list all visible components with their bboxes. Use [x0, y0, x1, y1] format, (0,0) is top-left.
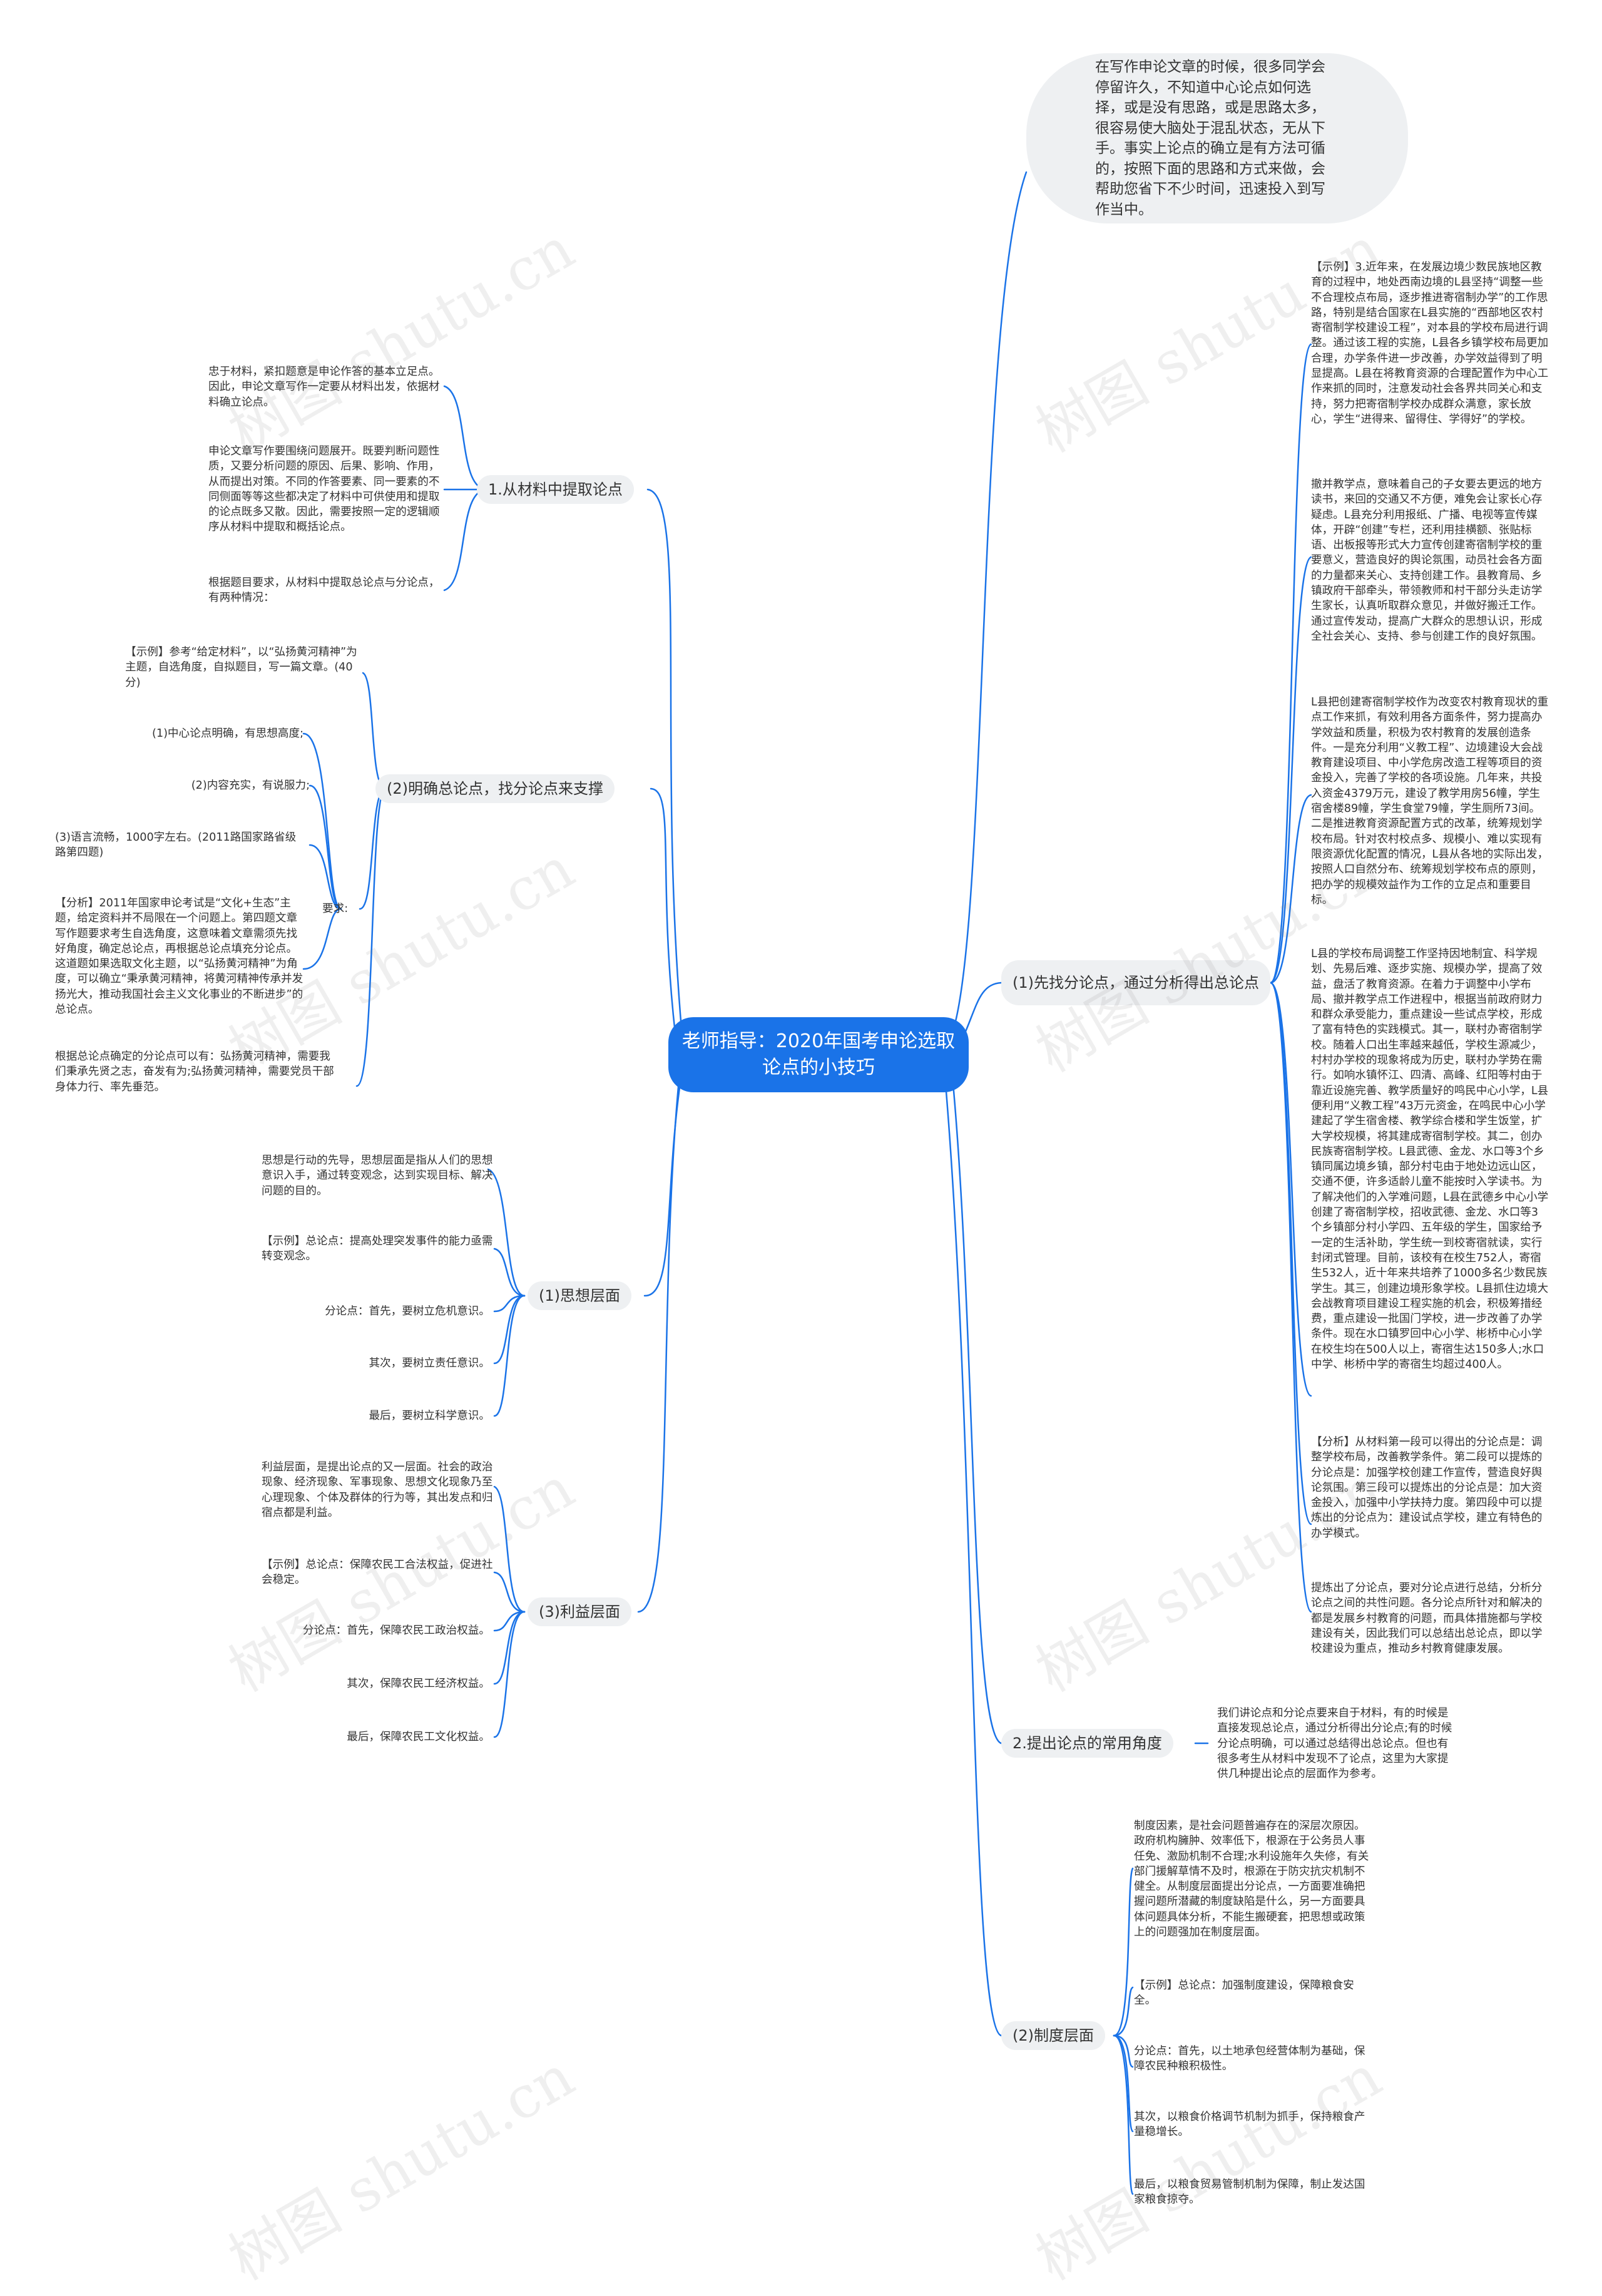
- leaf-text: 其次，要树立责任意识。: [369, 1357, 490, 1370]
- leaf-text: 分论点：首先，要树立危机意识。: [325, 1305, 490, 1318]
- leaf-text: 忠于材料，紧扣题意是申论作答的基本立足点。因此，申论文章写作一定要从材料出发，依…: [208, 366, 440, 409]
- branch-interest-level[interactable]: (3)利益层面: [528, 1597, 631, 1626]
- leaf-text: 申论文章写作要围绕问题展开。既要判断问题性质，又要分析问题的原因、后果、影响、作…: [208, 445, 440, 534]
- leaf-text: 根据题目要求，从材料中提取总论点与分论点，有两种情况：: [208, 577, 440, 605]
- leaf-text: 撤并教学点，意味着自己的子女要去更远的地方读书，来回的交通又不方便，难免会让家长…: [1311, 478, 1543, 643]
- leaf-text: 最后，以粮食贸易管制机制为保障，制止发达国家粮食掠夺。: [1134, 2178, 1365, 2206]
- branch-institutional-level[interactable]: (2)制度层面: [1001, 2021, 1105, 2050]
- leaf-text: 根据总论点确定的分论点可以有：弘扬黄河精神，需要我们秉承先贤之志，奋发有为;弘扬…: [55, 1050, 334, 1094]
- leaf-text: (2)内容充实，有说服力;: [191, 779, 310, 792]
- leaf-text: 利益层面，是提出论点的又一层面。社会的政治现象、经济现象、军事现象、思想文化现象…: [262, 1461, 493, 1519]
- leaf-text: L县的学校布局调整工作坚持因地制宜、科学规划、先易后难、逐步实施、规模办学，提高…: [1311, 948, 1549, 1371]
- leaf-text: 分论点：首先，保障农民工政治权益。: [302, 1624, 490, 1637]
- branch-find-sub-arguments[interactable]: (1)先找分论点，通过分析得出总论点: [1001, 960, 1270, 1005]
- branch-common-angles[interactable]: 2.提出论点的常用角度: [1001, 1729, 1173, 1758]
- leaf-requirements-label: 要求:: [322, 903, 349, 915]
- branch-ideological-level[interactable]: (1)思想层面: [528, 1281, 631, 1310]
- leaf-text: 分论点：首先，以土地承包经营体制为基础，保障农民种粮积极性。: [1134, 2045, 1365, 2073]
- leaf-text: 【示例】参考“给定材料”，以“弘扬黄河精神”为主题，自选角度，自拟题目，写一篇文…: [125, 646, 357, 689]
- leaf-text: 【示例】3.近年来，在发展边境少数民族地区教育的过程中，地处西南边境的L县坚持“…: [1311, 261, 1549, 426]
- leaf-text: 【示例】总论点：提高处理突发事件的能力亟需转变观念。: [262, 1235, 493, 1263]
- central-topic[interactable]: 老师指导：2020年国考申论选取论点的小技巧: [668, 1017, 969, 1092]
- intro-bubble[interactable]: 在写作申论文章的时候，很多同学会停留许久，不知道中心论点如何选择，或是没有思路，…: [1026, 53, 1408, 223]
- intro-text: 在写作申论文章的时候，很多同学会停留许久，不知道中心论点如何选择，或是没有思路，…: [1095, 59, 1325, 218]
- leaf-text: 制度因素，是社会问题普遍存在的深层次原因。政府机构臃肿、效率低下，根源在于公务员…: [1134, 1820, 1369, 1939]
- leaf-text: 【分析】2011年国家申论考试是“文化+生态”主题，给定资料并不局限在一个问题上…: [55, 897, 304, 1017]
- leaf-text: L县把创建寄宿制学校作为改变农村教育现状的重点工作来抓，有效利用各方面条件，努力…: [1311, 696, 1549, 906]
- leaf-text: 其次，保障农民工经济权益。: [347, 1678, 490, 1690]
- leaf-text: 思想是行动的先导，思想层面是指从人们的思想意识入手，通过转变观念，达到实现目标、…: [262, 1154, 493, 1197]
- leaf-text: 其次，以粮食价格调节机制为抓手，保持粮食产量稳增长。: [1134, 2111, 1365, 2139]
- leaf-text: 提炼出了分论点，要对分论点进行总结，分析分论点之间的共性问题。各分论点所针对和解…: [1311, 1582, 1543, 1656]
- leaf-text: (3)语言流畅，1000字左右。(2011路国家路省级路第四题): [55, 831, 297, 859]
- leaf-text: 最后，保障农民工文化权益。: [347, 1731, 490, 1743]
- branch-extract-from-material[interactable]: 1.从材料中提取论点: [477, 475, 634, 504]
- leaf-text: 【示例】总论点：加强制度建设，保障粮食安全。: [1134, 1979, 1354, 2007]
- leaf-text: 【分析】从材料第一段可以得出的分论点是：调整学校布局，改善教学条件。第二段可以提…: [1311, 1436, 1543, 1540]
- leaf-text: 我们讲论点和分论点要来自于材料，有的时候是直接发现总论点，通过分析得出分论点;有…: [1217, 1707, 1452, 1781]
- leaf-text: 最后，要树立科学意识。: [369, 1410, 490, 1422]
- branch-main-argument[interactable]: (2)明确总论点，找分论点来支撑: [375, 774, 615, 803]
- leaf-text: (1)中心论点明确，有思想高度;: [152, 727, 304, 740]
- leaf-text: 【示例】总论点：保障农民工合法权益，促进社会稳定。: [262, 1559, 493, 1587]
